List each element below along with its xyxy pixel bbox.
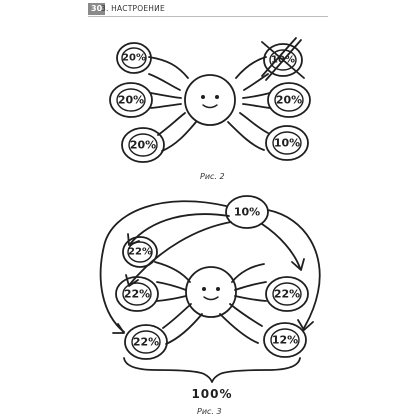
figure-3-bubble-mid-left: 22% — [115, 276, 159, 312]
header-rule — [88, 16, 328, 17]
cross-out-stroke — [265, 39, 302, 81]
figure-3-center-face — [185, 266, 237, 318]
bubble-label: 22% — [128, 247, 152, 258]
figure-2-center-face — [184, 74, 236, 126]
figure-3-drawing: 10% — [99, 195, 321, 401]
bubble-label: 20% — [276, 94, 302, 107]
bubble-label: 22% — [133, 336, 159, 349]
bubble-label: 20% — [130, 139, 156, 152]
figure-3-bubble-mid-right: 22% — [265, 276, 309, 312]
figure-2-bubble-top-left: 20% — [116, 42, 152, 74]
bubble-label: 20% — [122, 53, 146, 64]
figure-3-source-bubble: 10% — [225, 195, 269, 229]
smile-icon — [203, 296, 219, 301]
left-eye-icon — [201, 95, 205, 99]
bubble-label: 20% — [118, 94, 144, 107]
figure-2-bubble-mid-right: 20% — [267, 82, 311, 118]
cross-out-stroke — [261, 37, 297, 77]
figure-3-caption: Рис. 3 — [197, 407, 222, 416]
figure-2-bubble-bottom-right: 10% — [265, 125, 309, 161]
page-number: 30 — [88, 3, 106, 15]
total-label: 100% — [191, 387, 232, 401]
running-header: 3. НАСТРОЕНИЕ — [101, 4, 165, 13]
source-bubble-label: 10% — [234, 206, 260, 219]
figure-2-bubble-mid-left: 20% — [109, 82, 153, 118]
figure-2-body-outline — [148, 56, 271, 152]
bubble-label: 22% — [124, 288, 150, 301]
figure-3-bubble-top-left: 22% — [122, 236, 158, 268]
bubble-label: 22% — [274, 288, 300, 301]
figure-3-body-outline — [154, 261, 267, 345]
right-eye-icon — [216, 287, 220, 291]
total-brace — [123, 357, 301, 383]
figure-2-bubble-top-right-crossed: 10% — [261, 37, 305, 81]
figure-2-drawing: 20% 20% 20% 10% 20% 10% — [109, 37, 311, 163]
figure-3-bubble-bottom-right: 12% — [263, 322, 307, 358]
figure-3-bubble-bottom-left: 22% — [124, 324, 168, 360]
right-eye-icon — [215, 95, 219, 99]
smile-icon — [202, 104, 218, 109]
figure-2-caption: Рис. 2 — [200, 172, 225, 181]
left-eye-icon — [202, 287, 206, 291]
figure-2-bubble-bottom-left: 20% — [121, 127, 165, 163]
bubble-label: 10% — [274, 137, 300, 150]
bubble-label: 12% — [272, 334, 298, 347]
